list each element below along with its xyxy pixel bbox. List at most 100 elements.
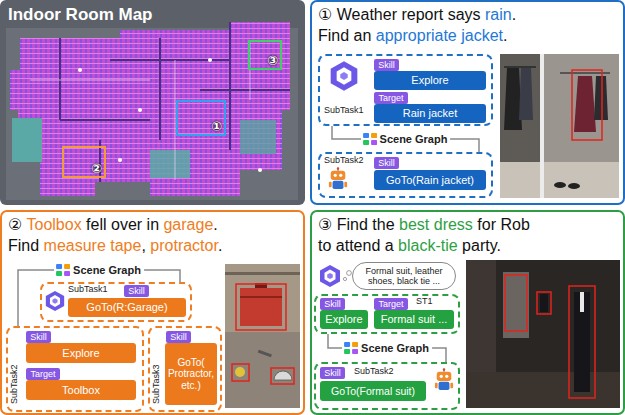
room-map-illustration-part xyxy=(12,118,42,162)
thought-bubble: Formal suit, leather shoes, black tie ..… xyxy=(352,262,456,290)
highlighted-phrase: garage xyxy=(163,216,213,233)
garage-photo xyxy=(225,264,300,408)
tag-label: Skill xyxy=(128,287,145,296)
value-box: Toolbox xyxy=(26,380,136,400)
jacket-photo-part xyxy=(504,66,536,68)
wardrobe-photo-part xyxy=(569,286,595,398)
value-label: GoTo(Formal suit) xyxy=(331,385,415,397)
thought-trail xyxy=(343,271,351,281)
room-map-illustration-part xyxy=(150,150,190,178)
subtask-label: SubTask2 xyxy=(10,364,20,404)
field-tag: Skill xyxy=(320,367,345,379)
plain-phrase: ③ Find the xyxy=(318,216,399,233)
room-map-panel: ①②③Indoor Room Map xyxy=(0,0,305,205)
subtask-box: SkillExploreTargetRain jacketSubTask1 xyxy=(318,54,493,126)
room-map-illustration xyxy=(0,0,305,205)
thought-trail-part xyxy=(343,277,346,280)
jacket-photo xyxy=(500,54,619,198)
callout-number: ② xyxy=(91,162,102,175)
subtask-label: SubTask1 xyxy=(68,285,108,295)
value-box: Explore xyxy=(320,310,368,329)
task-instruction: ① Weather report says rain. Find an appr… xyxy=(318,5,533,47)
qwen-logo-part xyxy=(320,265,340,287)
task-instruction: ③ Find the best dress for Rob to attend … xyxy=(318,215,540,257)
garage-photo-part xyxy=(271,368,294,384)
edge-label-holder: Scene Graph xyxy=(342,341,432,355)
jacket-photo-part xyxy=(540,54,544,198)
tag-label: Skill xyxy=(378,61,395,70)
field-tag: Target xyxy=(374,298,408,310)
garage-photo-part xyxy=(232,364,249,381)
edge-label: Scene Graph xyxy=(361,132,451,146)
wardrobe-photo-part xyxy=(580,292,584,312)
plain-phrase: ② xyxy=(8,216,27,233)
subtask-box: SkillExploreTargetToolbox SubTask2 xyxy=(6,326,144,412)
tag-label: Target xyxy=(378,300,403,309)
value-box: GoTo(Formal suit) xyxy=(320,381,426,401)
subtask-label: ST1 xyxy=(416,297,433,307)
jacket-photo-part xyxy=(504,68,522,130)
jacket-photo-part xyxy=(568,183,580,189)
wardrobe-photo-part xyxy=(505,275,527,331)
value-label: GoTo( Protractor, etc.) xyxy=(167,357,215,392)
subtask-label: SubTask2 xyxy=(354,367,394,377)
qwen-logo-part xyxy=(46,291,64,311)
highlighted-phrase: measure tape xyxy=(44,237,142,254)
subtask-label: SubTask3 xyxy=(152,364,162,404)
field-tag: Skill xyxy=(374,157,399,169)
room-map-illustration-part xyxy=(118,158,122,162)
value-label: GoTo(Rain jacket) xyxy=(386,174,474,187)
field-tag: Target xyxy=(26,368,60,380)
value-label: GoTo(R:Garage) xyxy=(86,301,167,314)
qwen-logo-part xyxy=(331,61,358,90)
value-box: Rain jacket xyxy=(374,104,486,123)
garage-photo-part xyxy=(225,264,300,408)
task-instruction: ② Toolbox fell over in garage. Find meas… xyxy=(8,215,240,257)
highlighted-phrase: black-tie xyxy=(398,237,458,254)
subtask-box: SkillExplore TargetFormal suit ... ST1 xyxy=(314,294,460,334)
plain-phrase: . xyxy=(503,27,507,44)
room-map-illustration-part xyxy=(10,22,290,196)
value-label: Explore xyxy=(411,74,448,87)
garage-photo-part xyxy=(274,371,292,380)
tag-label: Skill xyxy=(170,333,187,342)
value-label: Explore xyxy=(62,347,99,360)
robot-icon-part xyxy=(329,167,347,189)
plain-phrase: fell over in xyxy=(82,216,164,233)
plain-phrase: ① Weather report says xyxy=(318,6,485,23)
field-tag: Skill xyxy=(374,59,399,71)
wardrobe-photo-part xyxy=(574,292,590,392)
garage-photo-part xyxy=(225,272,300,275)
garage-photo-part xyxy=(235,367,245,377)
subtask-box: SkillGoTo(Rain jacket)SubTask2 xyxy=(318,152,493,198)
wardrobe-photo-part xyxy=(540,294,548,312)
tag-label: Target xyxy=(378,94,403,103)
callout-number: ③ xyxy=(267,54,278,67)
plain-phrase: . xyxy=(218,237,222,254)
tag-label: Skill xyxy=(30,333,47,342)
edge-label-holder: Scene Graph xyxy=(54,263,144,277)
plain-phrase: , xyxy=(141,237,150,254)
map-callout-box: ① xyxy=(176,100,226,136)
value-box: GoTo(Rain jacket) xyxy=(374,170,486,190)
value-label: Explore xyxy=(325,313,362,326)
value-label: Toolbox xyxy=(62,384,100,397)
value-label: Rain jacket xyxy=(403,107,457,120)
jacket-photo-part xyxy=(594,76,608,120)
garage-photo-part xyxy=(240,296,282,298)
value-box: Formal suit ... xyxy=(374,310,454,329)
value-box: Explore xyxy=(26,343,136,363)
jacket-photo-part xyxy=(574,76,596,132)
highlighted-phrase: Toolbox xyxy=(27,216,82,233)
tag-label: Skill xyxy=(324,300,341,309)
highlighted-phrase: rain xyxy=(485,6,512,23)
field-tag: Skill xyxy=(26,331,51,343)
value-box: GoTo(R:Garage) xyxy=(68,298,186,317)
robot-icon-part xyxy=(435,368,453,390)
map-callout-box: ② xyxy=(62,146,106,178)
field-tag: Target xyxy=(374,92,408,104)
task-panel: SkillExploreTargetRain jacketSubTask1Ski… xyxy=(310,0,625,205)
room-map-illustration-part xyxy=(208,58,212,62)
room-map-illustration-part xyxy=(240,120,276,154)
